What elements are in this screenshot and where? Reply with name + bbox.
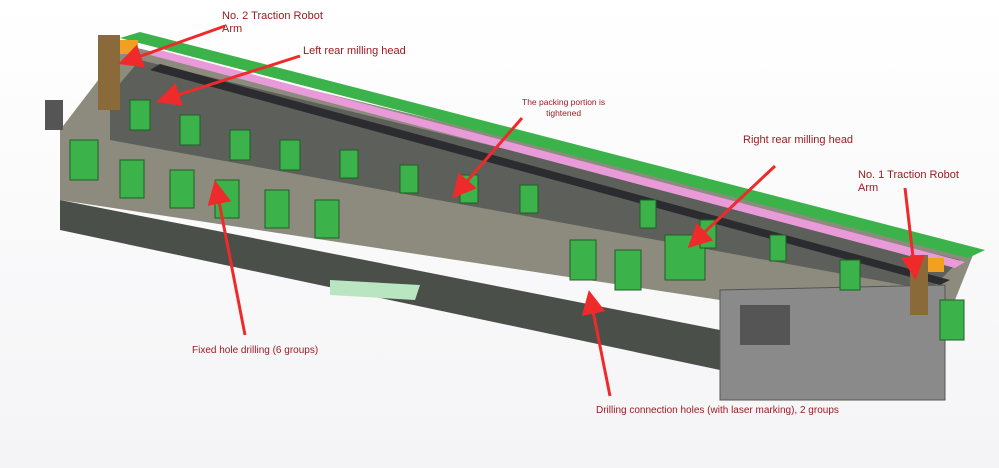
- label-traction-robot-1: No. 1 Traction Robot Arm: [858, 169, 959, 195]
- arrow-right-milling: [687, 164, 777, 249]
- arrow-drilling-connection: [581, 290, 612, 397]
- label-line: No. 2 Traction Robot: [222, 10, 323, 22]
- label-drilling-connection-holes: Drilling connection holes (with laser ma…: [596, 405, 839, 416]
- arrow-packing: [452, 117, 524, 199]
- label-line: tightened: [546, 108, 582, 118]
- label-left-rear-milling-head: Left rear milling head: [303, 45, 406, 57]
- robot-arm-2: [98, 35, 120, 110]
- arrow-traction-2: [118, 24, 226, 68]
- label-line: Arm: [858, 182, 879, 194]
- label-packing-portion: The packing portion is tightened: [522, 97, 605, 119]
- label-right-rear-milling-head: Right rear milling head: [743, 134, 854, 146]
- dark-rail: [150, 64, 950, 285]
- arrow-left-milling: [156, 54, 301, 106]
- label-line: No. 1 Traction Robot: [858, 169, 959, 181]
- arrow-fixed-hole: [207, 180, 247, 336]
- pink-rail: [150, 50, 965, 268]
- label-line: Arm: [222, 23, 243, 35]
- label-fixed-hole-drilling: Fixed hole drilling (6 groups): [192, 345, 319, 356]
- arrow-traction-1: [901, 187, 925, 280]
- cabinet-panel: [740, 305, 790, 345]
- label-traction-robot-2: No. 2 Traction Robot Arm: [222, 10, 323, 36]
- annotation-arrows: [118, 24, 925, 397]
- label-line: The packing portion is: [522, 97, 606, 107]
- top-green-rail: [120, 32, 985, 258]
